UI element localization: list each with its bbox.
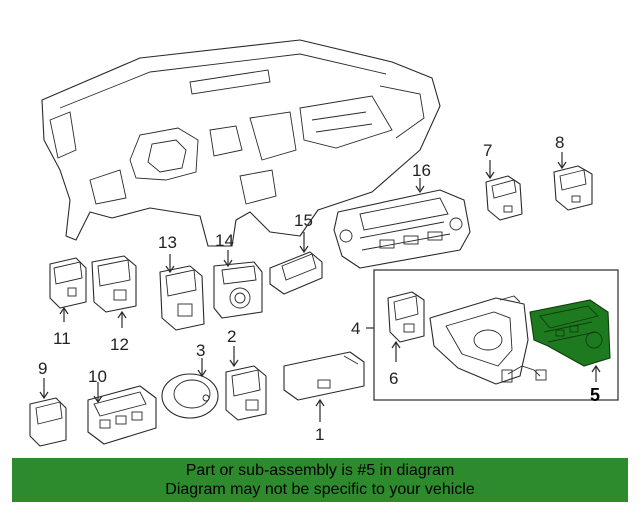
callout-7: 7	[483, 141, 492, 160]
callout-15: 15	[294, 211, 313, 230]
part-2-switch: 2	[225, 327, 267, 421]
callout-4: 4	[351, 319, 360, 338]
part-13-switch: 13	[158, 233, 205, 331]
part-5-highlighted-switch-assembly: 5	[529, 299, 611, 405]
callout-6: 6	[389, 369, 398, 388]
part-10-control-panel: 10	[87, 367, 157, 445]
callout-3: 3	[196, 341, 205, 360]
part-16-climate-control: 16	[333, 161, 471, 269]
callout-8: 8	[555, 133, 564, 152]
callout-9: 9	[38, 359, 47, 378]
callout-12: 12	[110, 335, 129, 354]
callout-14: 14	[215, 231, 234, 250]
callout-16: 16	[412, 161, 431, 180]
banner-line-2: Diagram may not be specific to your vehi…	[165, 481, 475, 498]
banner-line-1: Part or sub-assembly is #5 in diagram	[185, 462, 455, 479]
part-3-start-switch: 3	[161, 341, 219, 419]
part-8-switch: 8	[553, 133, 593, 211]
callout-11: 11	[53, 329, 71, 348]
instrument-panel	[41, 39, 441, 247]
part-12-switch: 12	[91, 255, 137, 354]
part-11-switch: 11	[49, 257, 87, 348]
callout-1: 1	[315, 425, 324, 444]
part-9-switch: 9	[29, 359, 67, 447]
callout-13: 13	[158, 233, 177, 252]
parts-diagram: 16 7 8 15 14	[29, 39, 619, 447]
callout-10: 10	[88, 367, 107, 386]
part-4-group-box: 4 6	[351, 269, 619, 401]
callout-2: 2	[227, 327, 236, 346]
part-14-headlamp-switch: 14	[213, 231, 263, 319]
part-15-switch: 15	[269, 211, 323, 295]
part-7-switch: 7	[483, 141, 523, 221]
info-banner: Part or sub-assembly is #5 in diagram Di…	[12, 458, 628, 502]
callout-5: 5	[590, 385, 600, 405]
part-1-module: 1	[283, 351, 365, 444]
